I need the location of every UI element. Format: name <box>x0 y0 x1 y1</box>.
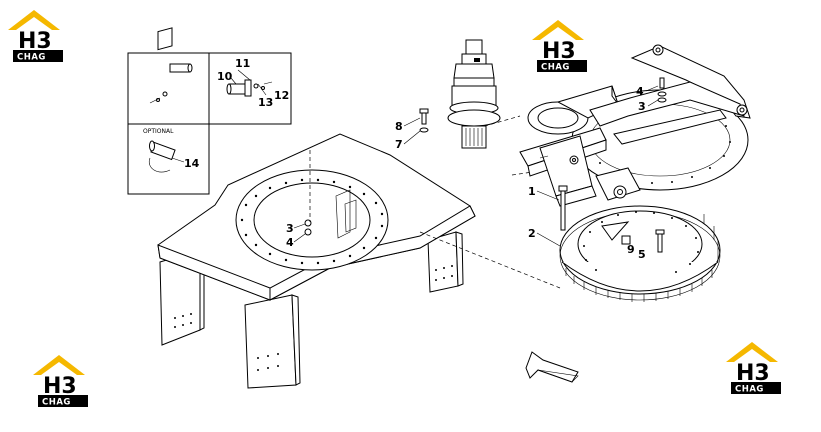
logo-roof-icon <box>532 20 584 40</box>
logo-roof-icon <box>8 10 60 30</box>
slewing-ring <box>558 185 721 302</box>
callout-4-left: 4 <box>286 236 294 249</box>
logo-top-text: H3 <box>542 39 576 64</box>
logo-bottom-text: CHAG <box>735 385 764 395</box>
optional-sensor-icon <box>148 140 185 173</box>
logo-bottom-text: CHAG <box>42 398 71 408</box>
callout-11: 11 <box>235 57 250 70</box>
logo-bar <box>13 50 63 62</box>
callout-12: 12 <box>274 89 289 102</box>
callout-3-left: 3 <box>286 222 294 235</box>
logo-top-text: H3 <box>18 29 52 54</box>
callout-8: 8 <box>395 120 403 133</box>
logo-roof-icon <box>33 355 85 375</box>
callout-2: 2 <box>528 227 536 240</box>
turntable-bolt-holes <box>240 178 384 265</box>
callout-13: 13 <box>258 96 273 109</box>
logo-roof-icon <box>726 342 778 362</box>
logo-top-text: H3 <box>43 374 77 399</box>
logo-top-text: H3 <box>736 361 770 386</box>
inset-box-a <box>127 52 210 125</box>
logo-bottom-right: H3 CHAG <box>726 342 781 395</box>
logo-bar <box>537 60 587 72</box>
sensor-exploded-icon <box>226 69 273 97</box>
logo-bottom-text: CHAG <box>17 53 46 63</box>
callout-3-right: 3 <box>638 100 646 113</box>
swing-gearbox <box>447 39 501 149</box>
direction-arrow-icon <box>525 351 579 383</box>
callout-5: 5 <box>638 248 646 261</box>
logo-bar <box>731 382 781 394</box>
logo-bottom-text: CHAG <box>541 63 570 73</box>
turntable-frame <box>157 133 476 389</box>
callout-7: 7 <box>395 138 403 151</box>
logo-bar <box>38 395 88 407</box>
logo-top-left: H3 CHAG <box>8 10 63 63</box>
logo-bottom-left: H3 CHAG <box>33 355 88 408</box>
inset-box-c <box>127 123 210 195</box>
sensor-bracket-icon <box>149 27 193 104</box>
inset-panel: 11 10 12 13 OPTIONAL 14 <box>127 27 292 195</box>
upper-frame <box>519 44 751 207</box>
callout-14: 14 <box>184 157 200 170</box>
logo-top-center: H3 CHAG <box>532 20 587 73</box>
callout-4-right: 4 <box>636 85 644 98</box>
callout-9: 9 <box>627 243 635 256</box>
optional-label: OPTIONAL <box>143 128 174 135</box>
callout-1: 1 <box>528 185 536 198</box>
inset-box-b <box>208 52 292 125</box>
callout-10: 10 <box>217 70 233 83</box>
bolt-8-icon <box>419 108 429 133</box>
